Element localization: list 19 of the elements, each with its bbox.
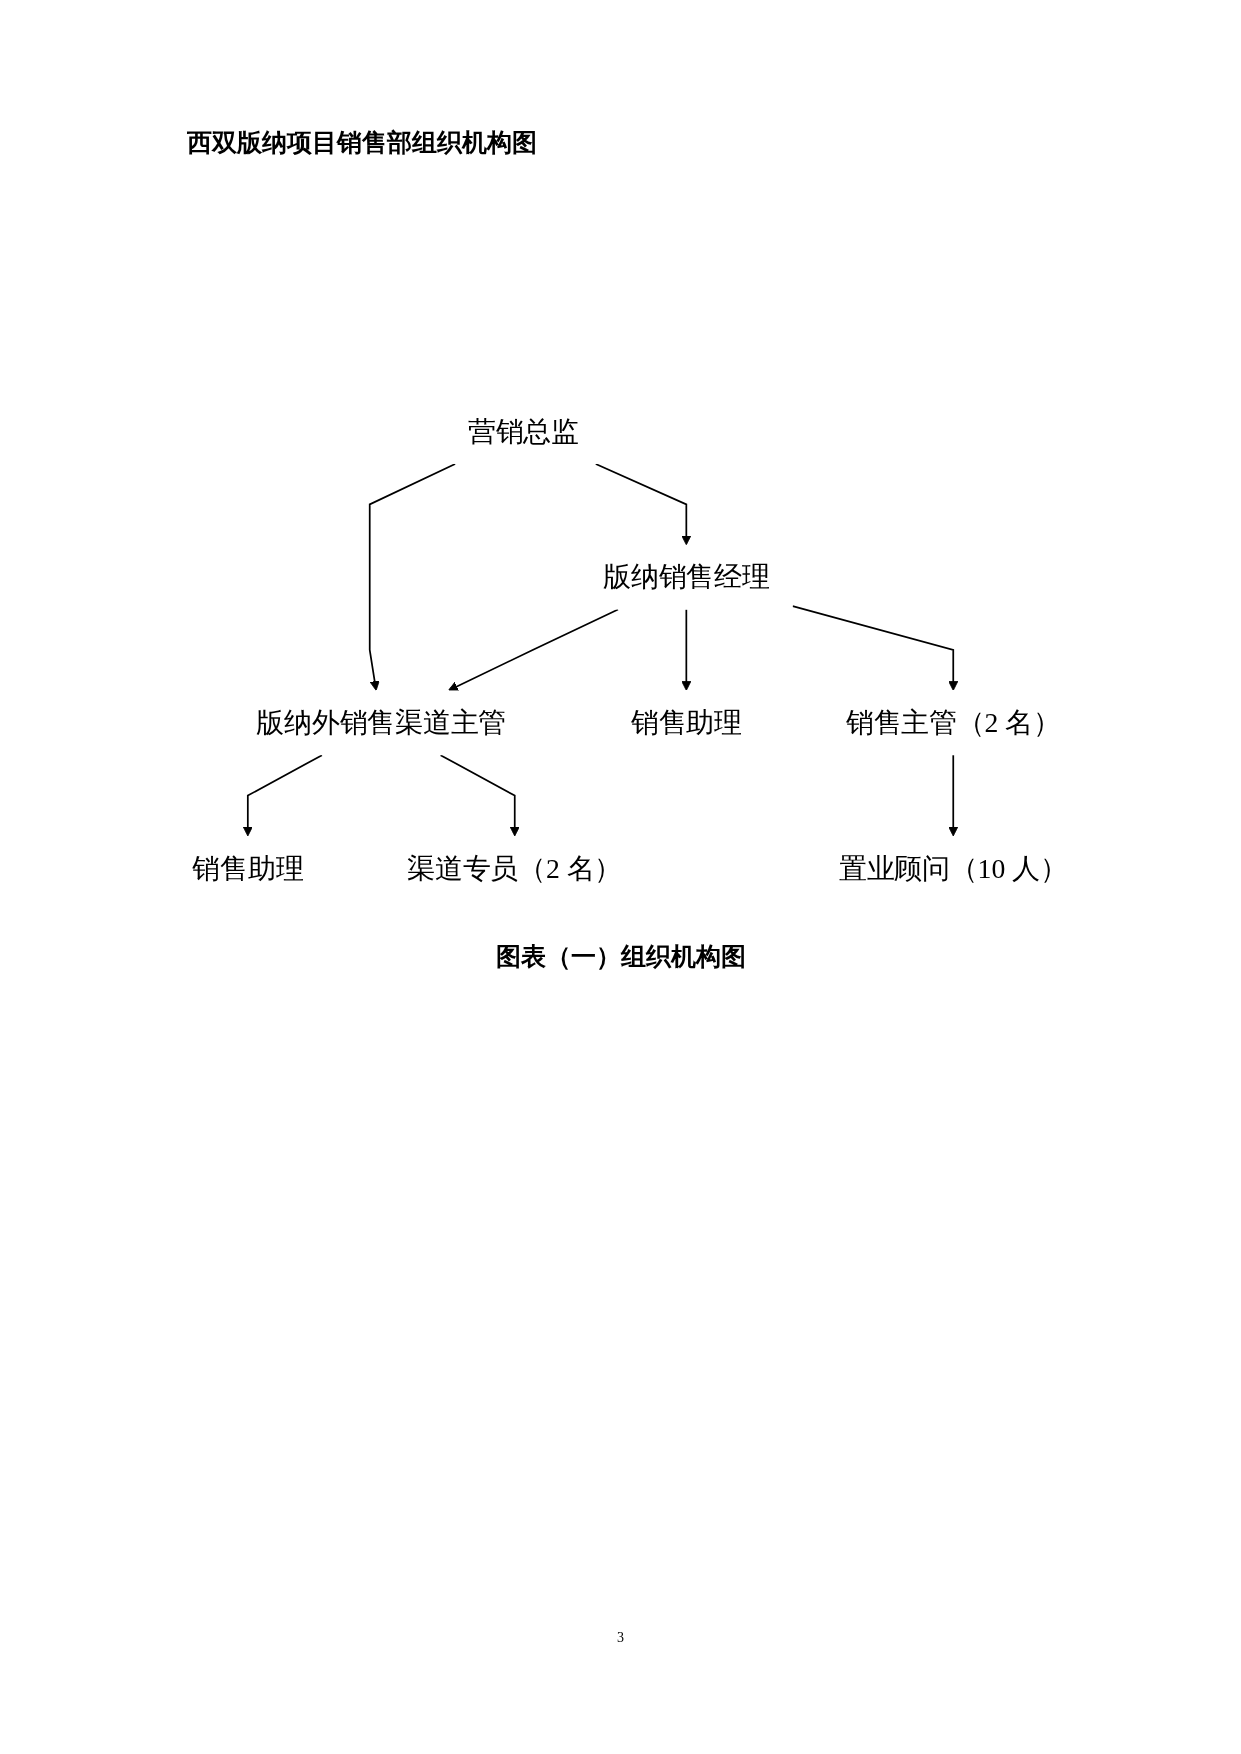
node-text: 版纳销售经理: [603, 562, 770, 593]
arrow: [594, 463, 692, 546]
arrow: [448, 608, 619, 692]
arrow: [681, 608, 692, 691]
arrow: [791, 605, 959, 691]
node-text: 销售助理: [630, 707, 742, 738]
arrow: [948, 754, 959, 837]
node-text: 渠道专员（2 名）: [407, 853, 623, 884]
node-text: 置业顾问（10 人）: [838, 853, 1068, 884]
node-text: 版纳外销售渠道主管: [256, 707, 507, 738]
diagram-title: 西双版纳项目销售部组织机构图: [187, 128, 537, 157]
page-number: 3: [617, 1630, 624, 1645]
node-text: 销售助理: [192, 853, 304, 884]
arrow: [368, 463, 456, 691]
arrow: [242, 754, 323, 837]
node-text: 营销总监: [467, 416, 579, 447]
figure-caption: 图表（一）组织机构图: [495, 942, 746, 971]
arrow: [439, 754, 520, 837]
node-text: 销售主管（2 名）: [845, 707, 1061, 738]
